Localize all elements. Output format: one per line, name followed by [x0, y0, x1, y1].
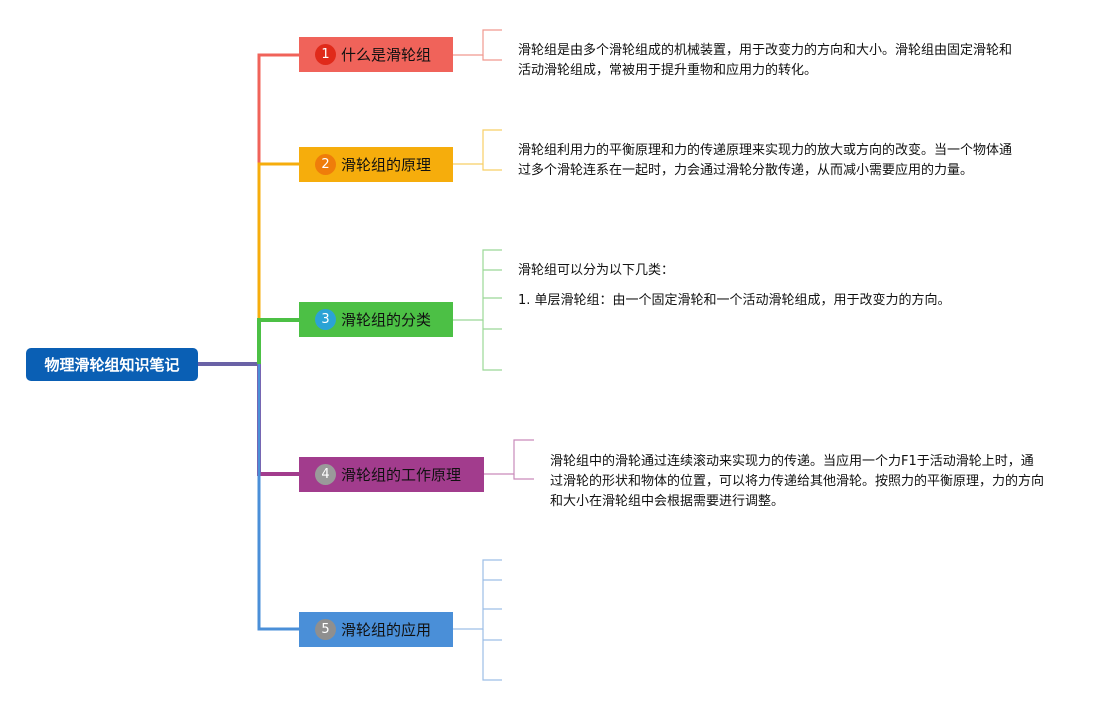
branch-2-topic[interactable]: 2 滑轮组的原理: [299, 147, 453, 182]
branch-1-note: 滑轮组是由多个滑轮组成的机械装置，用于改变力的方向和大小。滑轮组由固定滑轮和活动…: [518, 41, 1018, 81]
branch-4-note: 滑轮组中的滑轮通过连续滚动来实现力的传递。当应用一个力F1于活动滑轮上时，通过滑…: [550, 452, 1046, 512]
branch-5-topic[interactable]: 5 滑轮组的应用: [299, 612, 453, 647]
trunk-branch-2: [257, 162, 299, 364]
number-3-badge-icon: 3: [315, 309, 336, 330]
number-1-badge-icon: 1: [315, 44, 336, 65]
branch-1-note-text: 滑轮组是由多个滑轮组成的机械装置，用于改变力的方向和大小。滑轮组由固定滑轮和活动…: [518, 43, 1013, 78]
branch-3-note-2: 1. 单层滑轮组：由一个固定滑轮和一个活动滑轮组成，用于改变力的方向。: [518, 291, 1018, 311]
branch-3-note-2-text: 1. 单层滑轮组：由一个固定滑轮和一个活动滑轮组成，用于改变力的方向。: [518, 293, 951, 308]
trunk-branch-3: [257, 318, 299, 364]
root-topic[interactable]: 物理滑轮组知识笔记: [26, 348, 198, 381]
branch-2-label: 滑轮组的原理: [341, 156, 432, 174]
trunk-branch-5: [257, 364, 299, 631]
branch-4-note-text: 滑轮组中的滑轮通过连续滚动来实现力的传递。当应用一个力F1于活动滑轮上时，通过滑…: [550, 454, 1045, 509]
branch-3-leaf-connectors: [453, 249, 502, 371]
branch-4-topic[interactable]: 4 滑轮组的工作原理: [299, 457, 484, 492]
branch-3-label: 滑轮组的分类: [341, 311, 432, 329]
trunk-branch-4: [257, 364, 299, 476]
branch-1-label: 什么是滑轮组: [341, 46, 432, 64]
branch-2-note: 滑轮组利用力的平衡原理和力的传递原理来实现力的放大或方向的改变。当一个物体通过多…: [518, 141, 1018, 181]
branch-1-topic[interactable]: 1 什么是滑轮组: [299, 37, 453, 72]
branch-4-leaf-connectors: [484, 439, 534, 480]
number-5-badge-icon: 5: [315, 619, 336, 640]
branch-5-label: 滑轮组的应用: [341, 621, 432, 639]
branch-3-note-1: 滑轮组可以分为以下几类：: [518, 261, 1018, 281]
branch-3-topic[interactable]: 3 滑轮组的分类: [299, 302, 453, 337]
branch-3-note-1-text: 滑轮组可以分为以下几类：: [518, 263, 675, 278]
number-4-badge-icon: 4: [315, 464, 336, 485]
number-2-badge-icon: 2: [315, 154, 336, 175]
branch-4-label: 滑轮组的工作原理: [341, 466, 462, 484]
root-topic-label: 物理滑轮组知识笔记: [44, 356, 180, 374]
trunk-branch-1: [257, 53, 299, 364]
branch-1-leaf-connectors: [453, 29, 502, 61]
branch-5-leaf-connectors: [453, 559, 502, 681]
branch-2-leaf-connectors: [453, 129, 502, 171]
branch-2-note-text: 滑轮组利用力的平衡原理和力的传递原理来实现力的放大或方向的改变。当一个物体通过多…: [518, 143, 1013, 178]
